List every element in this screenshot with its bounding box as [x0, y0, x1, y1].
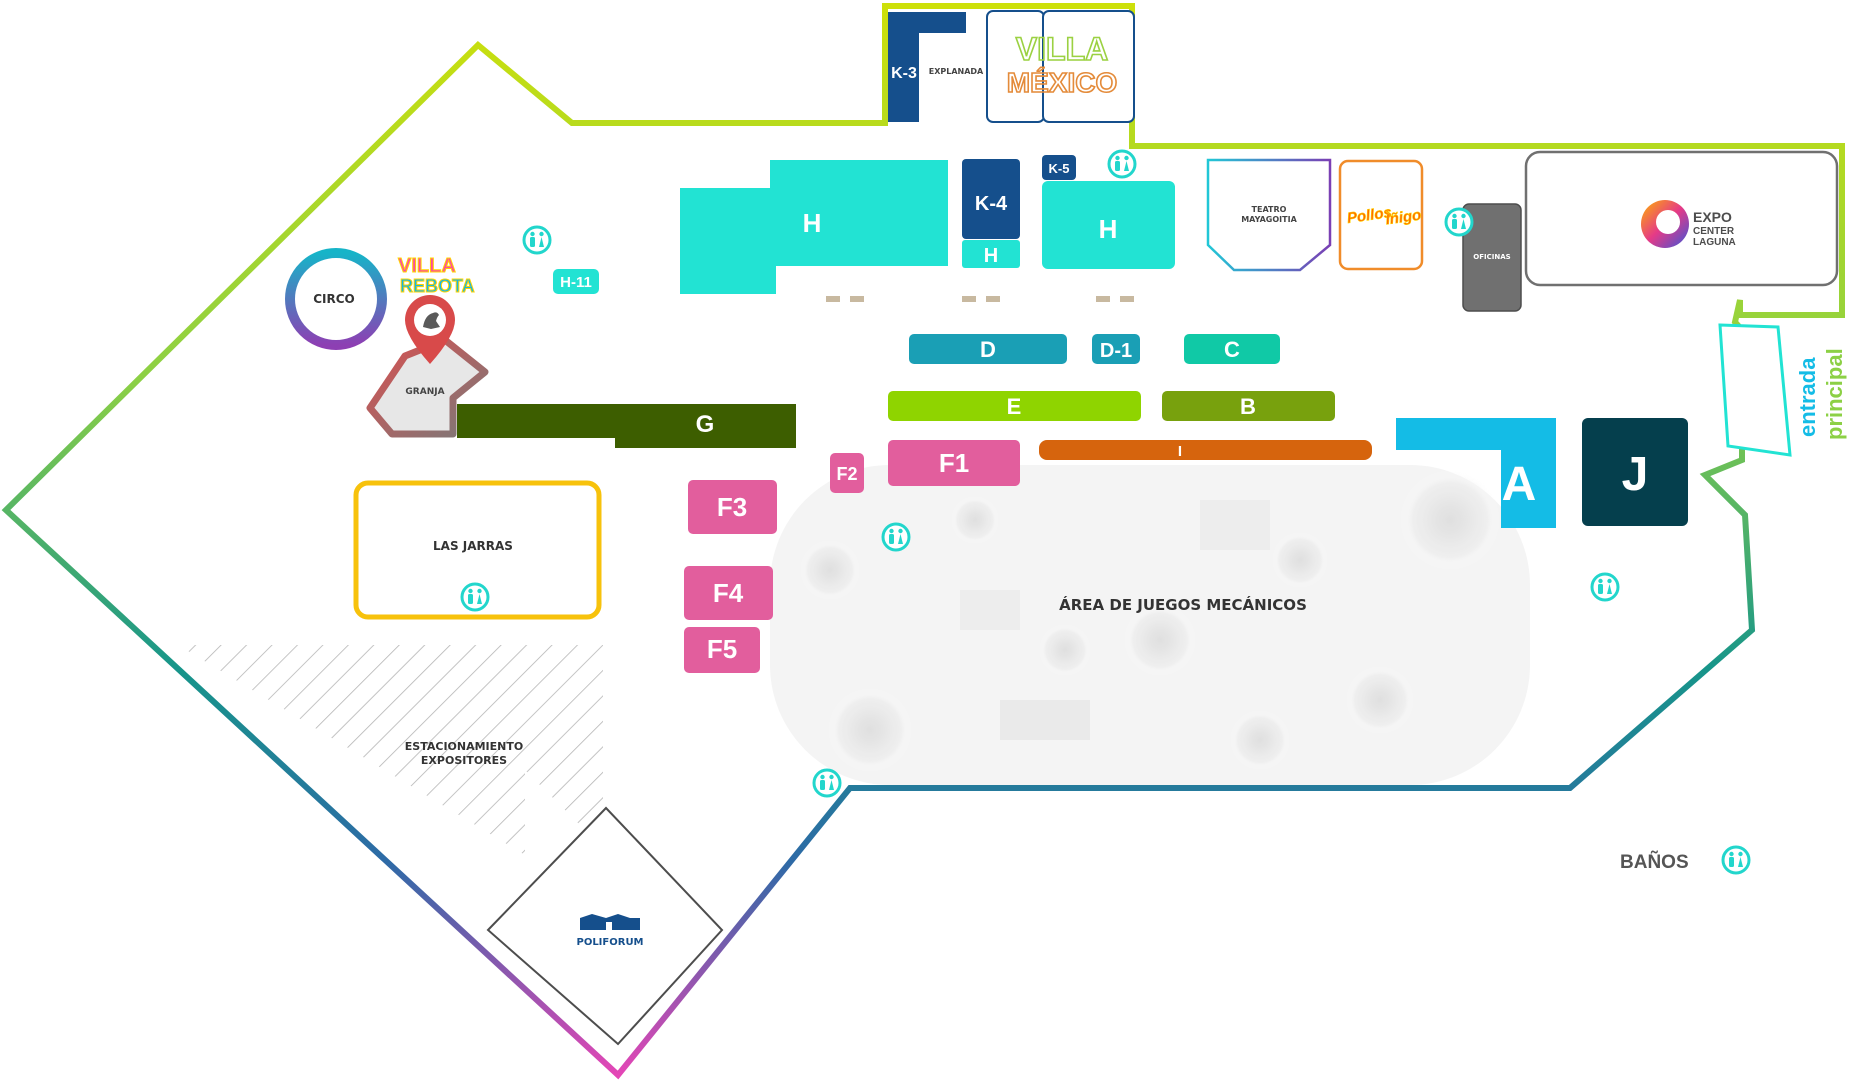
- entrada-principal-label: entrada principal: [1795, 348, 1847, 440]
- booth-f4[interactable]: [684, 566, 773, 620]
- booth-k3-label: K-3: [891, 65, 917, 82]
- booth-k4[interactable]: [962, 159, 1020, 239]
- expo-line1: EXPO: [1693, 209, 1732, 225]
- booth-a-label: A: [1502, 458, 1537, 511]
- booth-d-label: D: [980, 337, 996, 362]
- booth-i-label: I: [1178, 443, 1182, 460]
- las-jarras-label: LAS JARRAS: [433, 539, 513, 553]
- booth-h11-label: H-11: [560, 274, 592, 291]
- booth-f1[interactable]: [888, 440, 1020, 486]
- booth-e[interactable]: [888, 391, 1141, 421]
- expo-text: EXPO CENTER LAGUNA: [1693, 209, 1736, 248]
- oficinas[interactable]: [1462, 203, 1522, 312]
- circo-label: CIRCO: [313, 292, 355, 306]
- legend-restroom-icon: [1721, 845, 1751, 875]
- oficinas-label: OFICINAS: [1473, 253, 1510, 261]
- booth-j[interactable]: [1582, 418, 1688, 526]
- teatro-mayagoitia[interactable]: [1206, 158, 1332, 272]
- booth-d1-label: D-1: [1100, 340, 1132, 362]
- tables: [826, 296, 1134, 302]
- pollos-logo: Pollos Ìñigo: [1346, 204, 1423, 229]
- booth-k4-label: K-4: [975, 193, 1008, 215]
- booth-k5[interactable]: [1042, 155, 1076, 180]
- villa-mexico-line2: MÉXICO: [1007, 67, 1117, 98]
- restroom-icon: [812, 768, 842, 798]
- villa-rebota[interactable]: VILLA REBOTA: [398, 255, 476, 297]
- pollos-inigo[interactable]: [1338, 159, 1424, 271]
- legend-banos-label: BAÑOS: [1620, 851, 1689, 873]
- las-jarras[interactable]: [353, 480, 602, 620]
- booth-f5-label: F5: [707, 634, 737, 664]
- booth-k3[interactable]: [888, 12, 966, 122]
- booth-c-label: C: [1224, 337, 1240, 362]
- teatro-label-line1: TEATRO: [1252, 205, 1287, 214]
- villa-mexico-logo: VILLA MÉXICO: [1006, 30, 1118, 99]
- pollos-line1: Pollos: [1346, 204, 1393, 227]
- booth-h-small[interactable]: [962, 240, 1020, 268]
- booth-k5-label: K-5: [1049, 161, 1070, 176]
- expo-line2: CENTER: [1693, 226, 1735, 237]
- villa-mexico-line1: VILLA: [1016, 31, 1108, 67]
- booth-e-label: E: [1007, 394, 1022, 419]
- estacionamiento-label-line1: ESTACIONAMIENTO: [405, 740, 523, 753]
- poliforum-label: POLIFORUM: [576, 937, 643, 948]
- booth-b[interactable]: [1162, 391, 1335, 421]
- booth-i[interactable]: [1039, 440, 1372, 460]
- booth-g[interactable]: [457, 404, 796, 448]
- circo[interactable]: [285, 248, 387, 350]
- booth-a[interactable]: [1396, 418, 1556, 528]
- villa-rebota-line2: REBOTA: [400, 276, 475, 296]
- booth-f4-label: F4: [713, 578, 744, 608]
- booth-f2[interactable]: [830, 453, 864, 493]
- restroom-icon: [1590, 572, 1620, 602]
- booth-d[interactable]: [909, 334, 1067, 364]
- villa-mexico-box-right: [1042, 10, 1135, 123]
- teatro-label-line2: MAYAGOITIA: [1241, 215, 1297, 224]
- restroom-icon: [881, 522, 911, 552]
- restroom-icon: [1107, 149, 1137, 179]
- expo-line3: LAGUNA: [1693, 237, 1736, 248]
- entrada-line2: principal: [1822, 348, 1847, 440]
- booth-f3-label: F3: [717, 492, 747, 522]
- booth-j-label: J: [1622, 448, 1649, 501]
- restroom-icon: [460, 582, 490, 612]
- booth-f1-label: F1: [939, 448, 969, 478]
- booth-h-right[interactable]: [1042, 181, 1175, 269]
- pollos-line2: Ìñigo: [1384, 207, 1422, 229]
- restroom-icon: [522, 225, 552, 255]
- booth-d1[interactable]: [1092, 334, 1140, 364]
- poliforum-logo-icon: [580, 914, 640, 930]
- juegos-label: ÁREA DE JUEGOS MECÁNICOS: [1059, 595, 1307, 614]
- villa-rebota-line1: VILLA: [398, 255, 456, 277]
- parking-area: [178, 645, 603, 855]
- booth-c[interactable]: [1184, 334, 1280, 364]
- booth-h-left[interactable]: [680, 160, 948, 294]
- booth-h-right-label: H: [1099, 214, 1118, 244]
- booth-h-small-label: H: [984, 245, 998, 267]
- entrada-principal-gate[interactable]: [1718, 323, 1792, 457]
- booth-f3[interactable]: [688, 480, 777, 534]
- expo-logo-icon: [1641, 200, 1689, 248]
- estacionamiento-label-line2: EXPOSITORES: [421, 754, 507, 767]
- entrada-line1: entrada: [1795, 357, 1820, 437]
- granja-label: GRANJA: [405, 387, 444, 397]
- booth-f2-label: F2: [836, 464, 857, 484]
- granja[interactable]: [366, 336, 489, 438]
- granja-pin-icon: [405, 295, 455, 364]
- booth-h11[interactable]: [553, 269, 599, 294]
- booth-h-left-label: H: [803, 208, 822, 238]
- booth-f5[interactable]: [684, 627, 760, 673]
- rides-area: [770, 465, 1530, 785]
- explanada-label: EXPLANADA: [929, 67, 984, 76]
- booth-b-label: B: [1240, 394, 1256, 419]
- booth-g-label: G: [696, 411, 715, 438]
- restroom-icon: [1444, 207, 1474, 237]
